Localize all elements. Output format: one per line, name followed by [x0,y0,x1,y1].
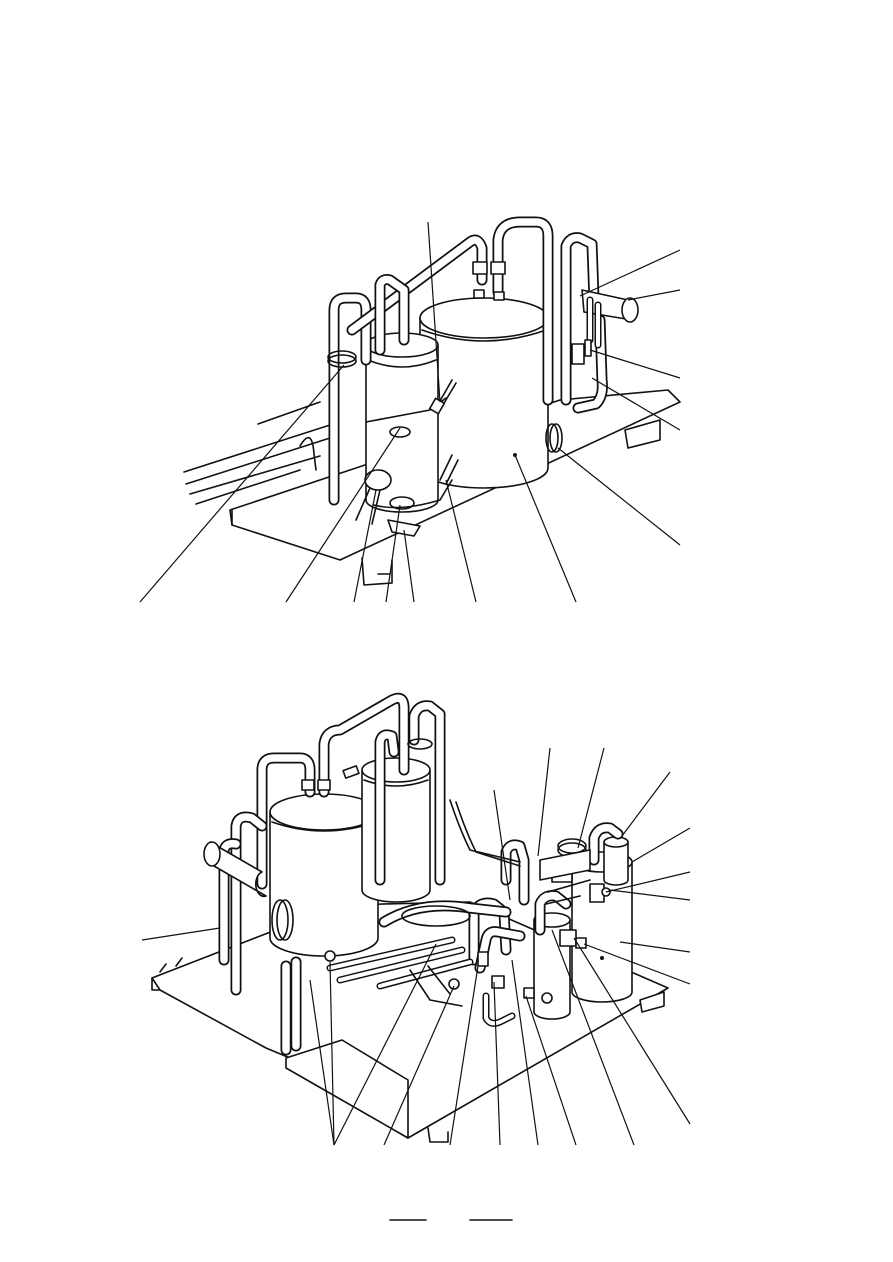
bottom-large-compressor [269,793,379,957]
bottom-isometric-view [141,692,691,1146]
bottom-small-compressor [361,757,431,903]
bottom-components [271,738,611,1027]
bottom-leader-lines [141,747,691,1146]
bottom-piping [203,692,624,1056]
top-piping [328,216,608,506]
top-leader-lines [139,221,681,603]
top-components [327,289,639,537]
top-isometric-view [139,216,681,603]
